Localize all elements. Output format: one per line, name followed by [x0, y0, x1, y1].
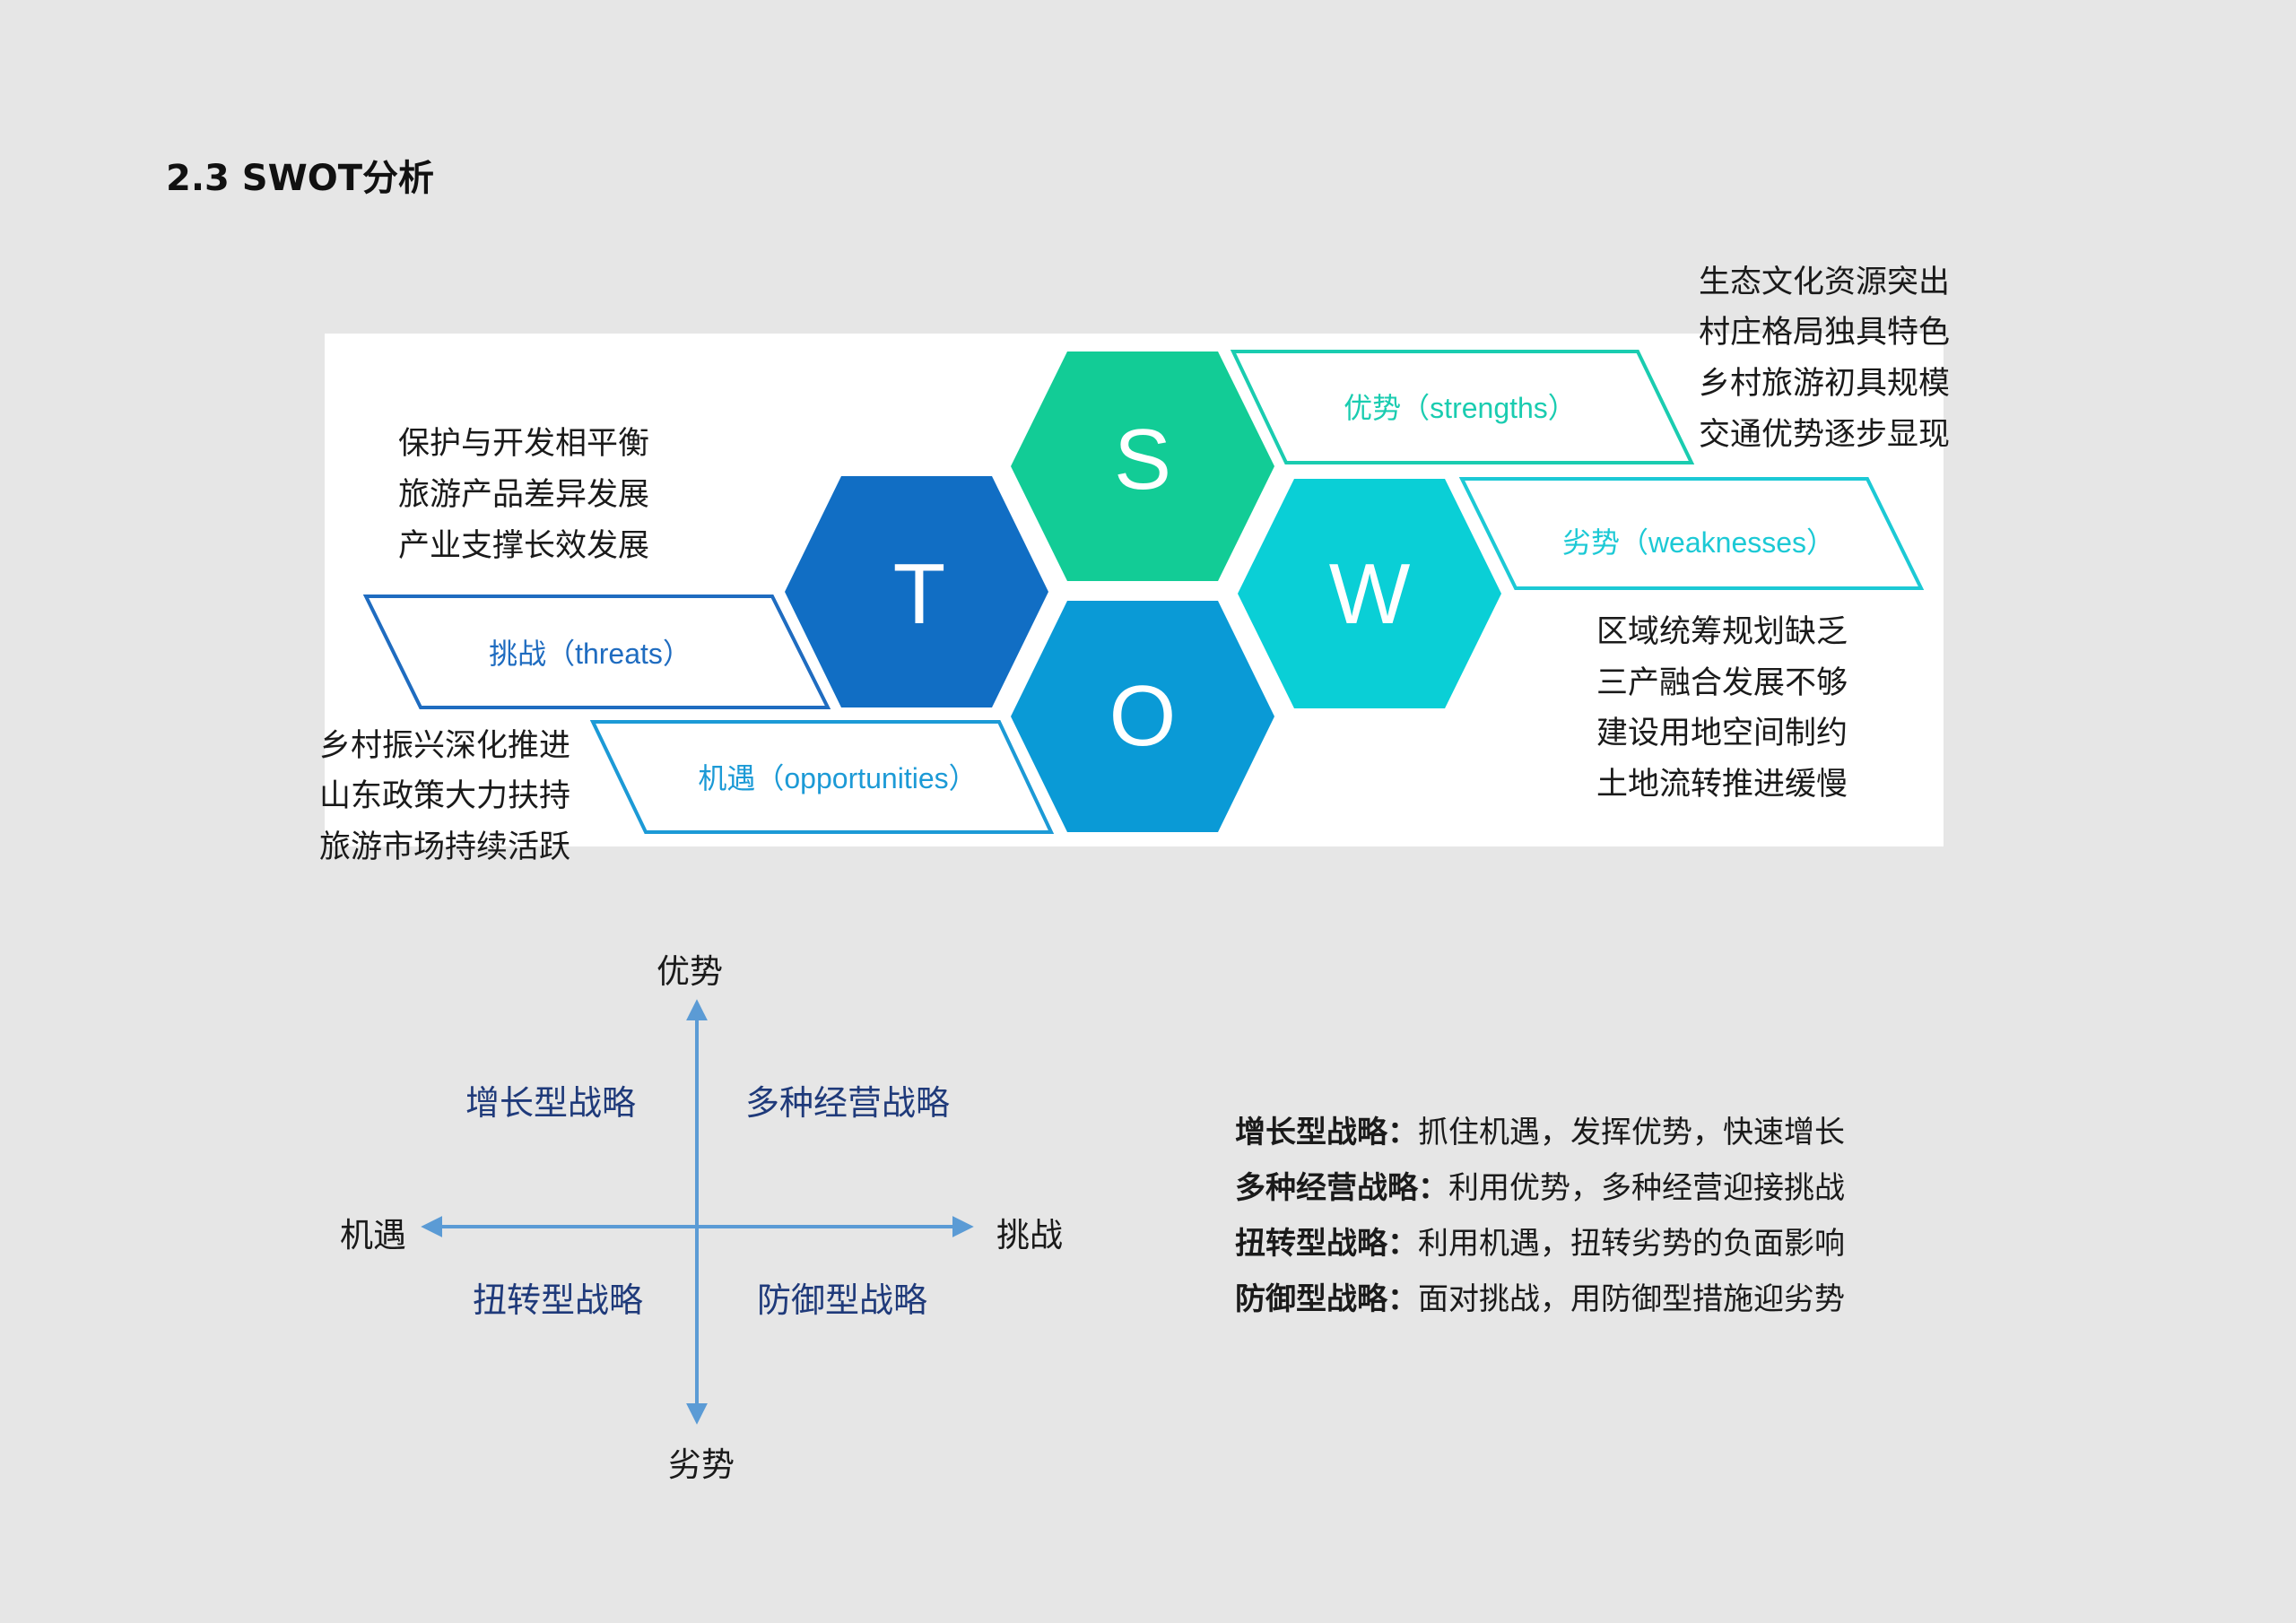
weaknesses-list: 区域统筹规划缺乏 三产融合发展不够 建设用地空间制约 土地流转推进缓慢 — [1596, 614, 1848, 803]
strategy-item: 多种经营战略：利用优势，多种经营迎接挑战 — [1235, 1170, 1845, 1206]
axis-top-label: 优势 — [657, 952, 723, 991]
strategy-name: 扭转型战略： — [1235, 1226, 1418, 1262]
opportunities-banner — [589, 720, 1055, 834]
threats-list: 保护与开发相平衡 旅游产品差异发展 产业支撑长效发展 — [398, 426, 649, 564]
quadrant-bottom-right: 防御型战略 — [757, 1280, 927, 1320]
list-item: 生态文化资源突出 — [1699, 265, 1950, 300]
list-item: 土地流转推进缓慢 — [1596, 767, 1848, 803]
strategy-text: 利用机遇，扭转劣势的负面影响 — [1418, 1226, 1845, 1262]
list-item: 交通优势逐步显现 — [1699, 417, 1950, 453]
strategy-text: 面对挑战，用防御型措施迎劣势 — [1418, 1281, 1845, 1317]
strategy-text: 利用优势，多种经营迎接挑战 — [1448, 1170, 1845, 1206]
strategy-name: 增长型战略： — [1235, 1115, 1418, 1150]
strategy-item: 增长型战略：抓住机遇，发挥优势，快速增长 — [1235, 1115, 1845, 1150]
strengths-list: 生态文化资源突出 村庄格局独具特色 乡村旅游初具规模 交通优势逐步显现 — [1699, 265, 1950, 453]
letter-t: T — [893, 546, 946, 642]
quadrant-bottom-left: 扭转型战略 — [473, 1280, 643, 1320]
list-item: 村庄格局独具特色 — [1699, 315, 1950, 351]
list-item: 保护与开发相平衡 — [398, 426, 649, 462]
letter-w: W — [1329, 546, 1411, 642]
letter-s: S — [1114, 412, 1171, 508]
list-item: 乡村振兴深化推进 — [319, 728, 570, 764]
list-item: 乡村旅游初具规模 — [1699, 366, 1950, 402]
threats-label: 挑战（threats） — [489, 638, 691, 670]
list-item: 旅游产品差异发展 — [398, 477, 649, 513]
axis-right-label: 挑战 — [996, 1216, 1063, 1254]
strategy-item: 扭转型战略：利用机遇，扭转劣势的负面影响 — [1235, 1226, 1845, 1262]
strategy-name: 防御型战略： — [1235, 1281, 1418, 1317]
strategy-item: 防御型战略：面对挑战，用防御型措施迎劣势 — [1235, 1281, 1845, 1317]
hexagon-s — [1011, 352, 1274, 581]
strategy-text: 抓住机遇，发挥优势，快速增长 — [1418, 1115, 1845, 1150]
weaknesses-label: 劣势（weaknesses） — [1562, 526, 1835, 559]
opportunities-label: 机遇（opportunities） — [698, 762, 977, 794]
list-item: 建设用地空间制约 — [1596, 716, 1848, 751]
list-item: 产业支撑长效发展 — [398, 528, 649, 564]
list-item: 三产融合发展不够 — [1596, 665, 1848, 701]
strengths-label: 优势（strengths） — [1344, 392, 1577, 424]
letter-o: O — [1109, 668, 1177, 764]
hexagon-o — [1011, 601, 1274, 832]
axis-bottom-label: 劣势 — [668, 1445, 735, 1484]
strengths-banner — [1230, 350, 1695, 464]
list-item: 山东政策大力扶持 — [319, 778, 570, 814]
strategy-list: 增长型战略：抓住机遇，发挥优势，快速增长 多种经营战略：利用优势，多种经营迎接挑… — [1235, 1115, 1845, 1317]
section-title: 2.3 SWOT分析 — [166, 158, 434, 199]
list-item: 旅游市场持续活跃 — [319, 829, 570, 865]
quadrant-top-right: 多种经营战略 — [745, 1083, 950, 1123]
list-item: 区域统筹规划缺乏 — [1596, 614, 1848, 650]
quadrant-top-left: 增长型战略 — [465, 1083, 636, 1123]
hexagon-w — [1238, 479, 1501, 708]
strategy-name: 多种经营战略： — [1235, 1170, 1448, 1206]
threats-banner — [362, 595, 831, 709]
weaknesses-banner — [1458, 477, 1925, 590]
axis-left-label: 机遇 — [340, 1216, 406, 1254]
hexagon-t — [785, 476, 1048, 707]
opportunities-list: 乡村振兴深化推进 山东政策大力扶持 旅游市场持续活跃 — [319, 728, 570, 865]
